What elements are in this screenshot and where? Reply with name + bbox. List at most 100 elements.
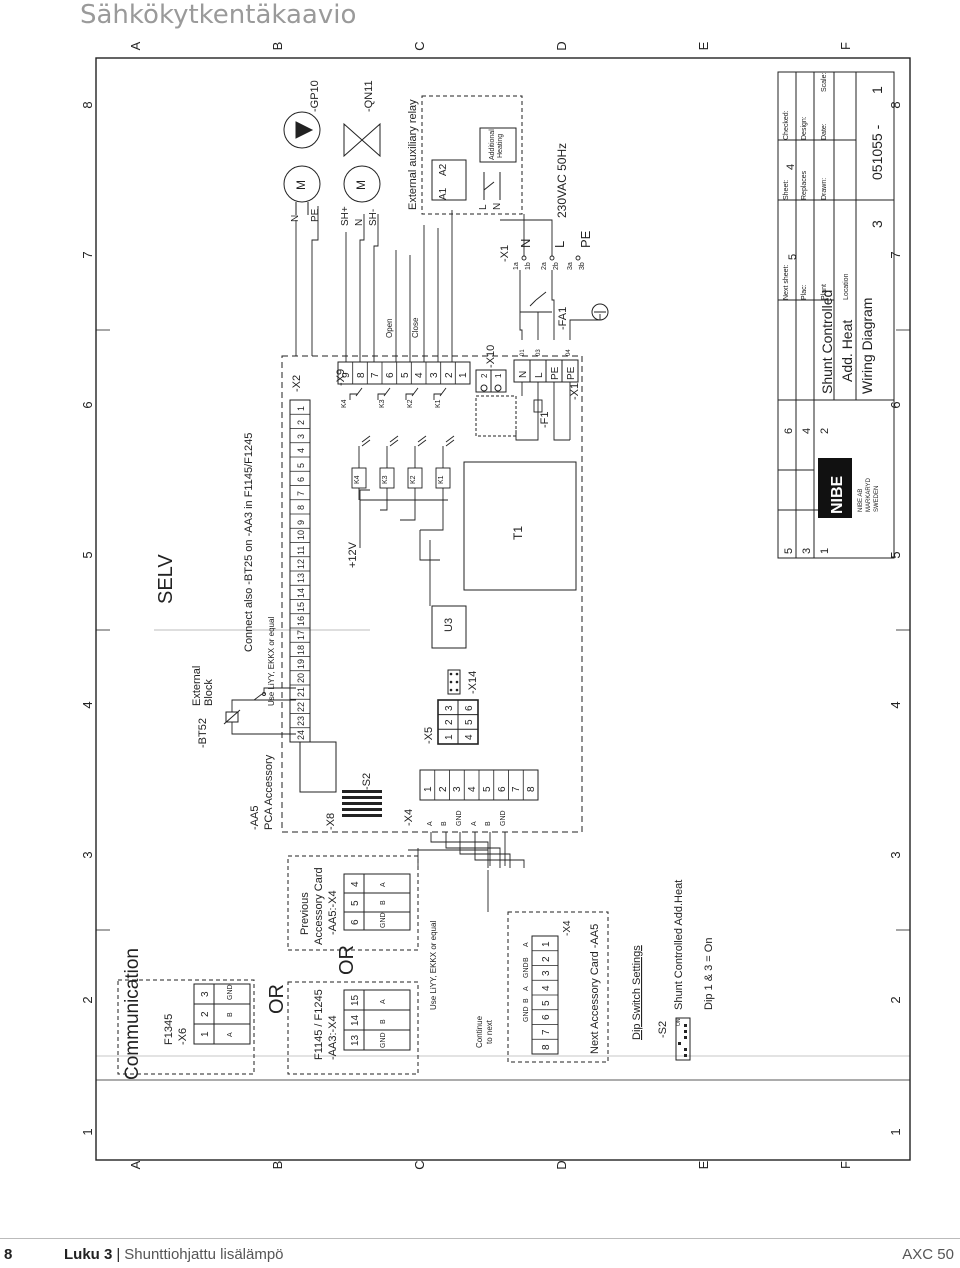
x6-pin: 1 (200, 1031, 211, 1037)
relay-a1: A1 (438, 187, 449, 200)
page-title: Sähkökytkentäkaavio (80, 0, 357, 30)
x1-terminal: 2a (541, 262, 548, 270)
or-label-1: OR (266, 984, 288, 1014)
drawing-frame-outer (95, 57, 911, 1161)
relay-coil-label: K4 (354, 475, 361, 484)
x6-signal: GND (227, 984, 234, 1000)
tb-replaces: Replaces (801, 170, 808, 200)
x4-pin: 4 (467, 786, 478, 792)
next-pin: 2 (541, 956, 552, 962)
footer-chapter: Luku 3|Shunttiohjattu lisälämpö (64, 1246, 284, 1263)
footer-separator: | (116, 1246, 121, 1263)
continue-label: Continue (475, 1015, 484, 1048)
product-name: AXC 50 (902, 1246, 954, 1263)
x4-signal: B (441, 821, 448, 826)
external-relay-symbol: A1 A2 Additional Heating L N (431, 127, 517, 210)
f1345-x6-block: F1345 -X6 1 2 3 A B GND (163, 983, 251, 1045)
x2-pin: 22 (296, 702, 306, 712)
tb-plant: Plant (821, 284, 828, 300)
dip-title: Dip Switch Settings (631, 945, 643, 1040)
prev-signal: GND (380, 912, 387, 928)
x4-pin: 7 (511, 786, 522, 792)
relay-contact-label: K3 (379, 399, 386, 408)
frame-left-number: 8 (80, 101, 95, 108)
x2-pin: 6 (296, 477, 306, 482)
previous-card-label: Accessory Card (313, 867, 325, 945)
x1-board-pin: L (534, 372, 545, 378)
external-relay-label: External auxiliary relay (407, 99, 419, 210)
x6-pin: 2 (200, 1011, 211, 1017)
x1-wire-label: 03 (536, 349, 542, 356)
tb-next-sheet-val: 5 (787, 254, 799, 260)
x1-terminal: 1a (513, 262, 520, 270)
x1-terminal: 3a (567, 262, 574, 270)
dip-line1: Shunt Controlled Add.Heat (673, 880, 685, 1010)
external-block-label: Block (203, 679, 215, 706)
x2-pin: 11 (296, 546, 306, 555)
x4-signal: A (471, 821, 478, 826)
x9-pin: 3 (429, 372, 440, 378)
x1-label: -X1 (499, 245, 511, 262)
x9-pin: 5 (400, 372, 411, 378)
relay-n: N (492, 203, 503, 210)
aa3-pin: 14 (350, 1014, 361, 1026)
connect-also-note: Connect also -BT25 on -AA3 in F1145/F124… (243, 433, 255, 652)
x8-connector (342, 790, 382, 817)
tb-rev2: 4 (801, 428, 813, 434)
tb-sheet: Sheet: (783, 180, 790, 200)
prev-pin: 5 (350, 900, 361, 906)
qn11-label: -QN11 (363, 80, 375, 112)
x4-signal: A (427, 821, 434, 826)
f1145-block: F1145 / F1245 -AA3:-X4 13 14 15 GND B A (313, 989, 411, 1060)
frame-top-letter: F (838, 42, 853, 50)
frame-right-number: 3 (888, 851, 903, 858)
x2-pin: 7 (296, 491, 306, 496)
x2-pin: 4 (296, 448, 306, 453)
frame-bottom-letter: B (270, 1161, 285, 1170)
frame-right-number: 4 (888, 701, 903, 708)
x2-pin: 5 (296, 463, 306, 468)
u3-block (431, 605, 467, 649)
supply-l: L (552, 241, 567, 248)
x5-connector: 1 2 3 4 5 6 (437, 699, 479, 745)
t1-label: T1 (511, 526, 525, 540)
additional-heating-label: Additional (489, 129, 496, 160)
x2-pin: 9 (296, 520, 306, 525)
aa3-x4-label: -AA3:-X4 (327, 1015, 339, 1060)
x9-pin: 7 (370, 372, 381, 378)
pca-accessory-board (281, 355, 583, 833)
previous-card-block: Previous Accessory Card -AA5:-X4 6 5 4 G… (299, 867, 411, 945)
aa3-signal: GND (380, 1032, 387, 1048)
qn11-valve-symbol: M (343, 122, 381, 203)
x10-pin: 1 (494, 373, 503, 378)
next-signal: B (523, 957, 530, 962)
x1-board-pin: N (518, 371, 529, 378)
x2-pin: 20 (296, 673, 306, 683)
x2-pin: 12 (296, 559, 306, 569)
x2-pin: 1 (296, 406, 306, 411)
frame-top-letter: E (696, 41, 711, 50)
qn11-shplus-label: SH+ (340, 206, 351, 226)
chapter-label: Luku 3 (64, 1246, 113, 1263)
x1-board-pin: PE (550, 366, 561, 380)
x4-signal: GND (456, 810, 463, 826)
dip-on-label: ON (676, 1018, 682, 1026)
next-pin: 7 (541, 1029, 552, 1035)
next-x4-label: -X4 (562, 920, 573, 936)
use-liyy-note: Use LiYY, EKKX or equal (429, 921, 438, 1010)
x2-pin: 3 (296, 434, 306, 439)
x10-connector: 2 1 (475, 369, 507, 393)
tb-drawn: Drawn: (821, 178, 828, 200)
next-pin: 8 (541, 1044, 552, 1050)
frame-top-letter: D (554, 41, 569, 50)
u3-label: U3 (443, 618, 455, 632)
x6-signal: A (227, 1032, 234, 1037)
x8-label: -X8 (325, 813, 337, 830)
x2-pin: 17 (296, 630, 306, 640)
wiring-diagram: A B C D E F A B C D E F 1 2 3 4 5 6 7 8 … (80, 41, 911, 1170)
tb-next-sheet: Next sheet: (783, 265, 790, 300)
plus12v-label: +12V (347, 541, 359, 568)
next-pin: 4 (541, 985, 552, 991)
next-signal: GND (523, 1006, 530, 1022)
relay-coil-label: K2 (410, 475, 417, 484)
